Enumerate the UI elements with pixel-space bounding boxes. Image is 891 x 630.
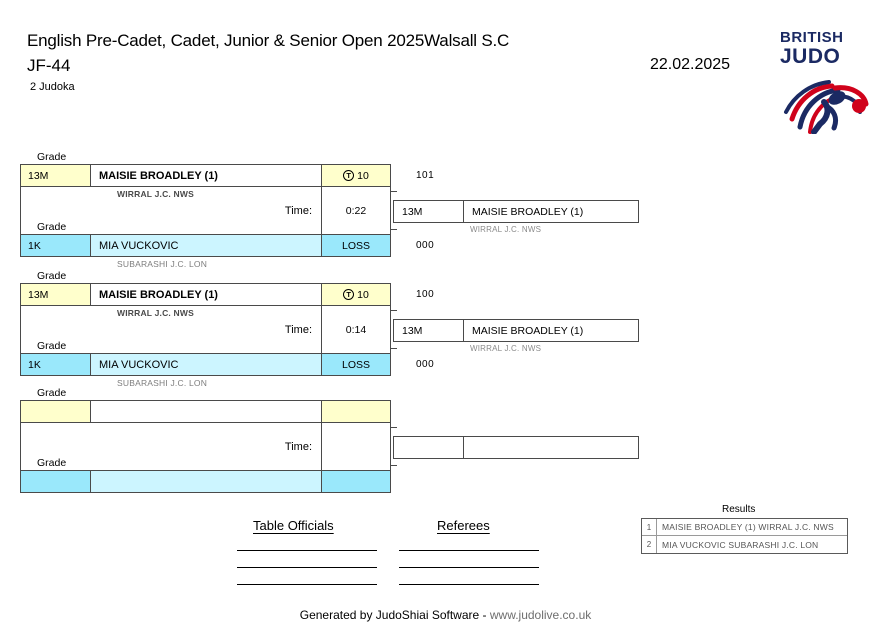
winner-box[interactable]: [393, 436, 639, 459]
result-place: 1: [642, 519, 657, 535]
match-time-row: Time:: [20, 423, 391, 470]
results-row: 2 MIA VUCKOVIC SUBARASHI J.C. LON: [642, 536, 847, 553]
ippon-icon: T: [343, 170, 355, 181]
footer-generated-text: Generated by JudoShiai Software -: [299, 608, 487, 622]
winner-club: WIRRAL J.C. NWS: [470, 225, 542, 234]
signature-line[interactable]: [237, 550, 377, 552]
grade-label: Grade: [37, 340, 67, 352]
competitor-points: 100: [416, 289, 435, 300]
page-title: English Pre-Cadet, Cadet, Junior & Senio…: [27, 31, 510, 50]
winner-name: MAISIE BROADLEY (1): [472, 205, 584, 218]
competitor-name: MAISIE BROADLEY (1): [91, 284, 322, 305]
time-value: 0:14: [345, 323, 367, 336]
signature-line[interactable]: [237, 584, 377, 586]
grade-label: Grade: [37, 457, 67, 469]
logo-text-british: BRITISH: [780, 29, 844, 46]
winner-box[interactable]: 13M MAISIE BROADLEY (1): [393, 319, 639, 342]
competitor-grade: 13M: [21, 165, 91, 186]
competitor-grade: 13M: [21, 284, 91, 305]
bracket-connector: [391, 229, 397, 231]
competitor-score: [322, 471, 390, 492]
results-row: 1 MAISIE BROADLEY (1) WIRRAL J.C. NWS: [642, 519, 847, 536]
result-place: 2: [642, 536, 657, 553]
competitor-name: MIA VUCKOVIC: [91, 354, 322, 375]
grade-label: Grade: [37, 387, 67, 399]
winner-grade: 13M: [394, 320, 464, 341]
logo-text-judo: JUDO: [780, 45, 841, 68]
results-title: Results: [722, 504, 756, 515]
competitor-points: 101: [416, 170, 435, 181]
competitor-score: [322, 401, 390, 422]
competitor-row-top[interactable]: [20, 400, 391, 423]
signature-line[interactable]: [399, 550, 539, 552]
time-value: 0:22: [345, 204, 367, 217]
results-table: 1 MAISIE BROADLEY (1) WIRRAL J.C. NWS 2 MIA…: [641, 518, 848, 554]
competitor-club: WIRRAL J.C. NWS: [117, 189, 194, 199]
match-time-row: Time: 0:22: [20, 187, 391, 234]
signature-line[interactable]: [399, 584, 539, 586]
winner-box[interactable]: 13M MAISIE BROADLEY (1): [393, 200, 639, 223]
grade-label: Grade: [37, 270, 67, 282]
competitor-grade: 1K: [21, 235, 91, 256]
judoka-figure-icon: [780, 72, 875, 135]
signature-line[interactable]: [399, 567, 539, 569]
signature-line[interactable]: [237, 567, 377, 569]
competitor-name: [91, 471, 322, 492]
competitor-club: SUBARASHI J.C. LON: [117, 378, 208, 388]
time-label: Time:: [21, 306, 322, 353]
category-label: JF-44: [27, 56, 71, 75]
competitor-grade: [21, 401, 91, 422]
result-text: MAISIE BROADLEY (1) WIRRAL J.C. NWS: [662, 522, 834, 532]
competitor-points: 000: [416, 240, 435, 251]
competitor-name: [91, 401, 322, 422]
winner-club: WIRRAL J.C. NWS: [470, 344, 542, 353]
competitor-points: 000: [416, 359, 435, 370]
winner-name: [464, 437, 638, 458]
footer: Generated by JudoShiai Software - www.ju…: [0, 608, 891, 622]
referees-heading: Referees: [437, 518, 490, 533]
time-label: Time:: [21, 423, 322, 470]
judoka-count: 2 Judoka: [30, 81, 75, 93]
bracket-connector: [391, 310, 397, 312]
grade-label: Grade: [37, 151, 67, 163]
grade-label: Grade: [37, 221, 67, 233]
bracket-connector: [391, 348, 397, 350]
result-text: MIA VUCKOVIC SUBARASHI J.C. LON: [662, 539, 819, 550]
competitor-club: WIRRAL J.C. NWS: [117, 308, 194, 318]
british-judo-logo: BRITISH JUDO: [780, 30, 875, 135]
winner-grade: [394, 437, 464, 458]
bracket-connector: [391, 191, 397, 193]
competitor-row-bottom[interactable]: [20, 470, 391, 493]
winner-grade: 13M: [394, 201, 464, 222]
competitor-name: MIA VUCKOVIC: [91, 235, 322, 256]
ippon-icon: T: [343, 289, 355, 300]
competitor-score: LOSS: [322, 235, 390, 256]
match-time-row: Time: 0:14: [20, 306, 391, 353]
time-value: [322, 423, 390, 470]
competitor-grade: [21, 471, 91, 492]
footer-url[interactable]: www.judolive.co.uk: [489, 608, 592, 622]
bracket-connector: [391, 427, 397, 429]
competitor-name: MAISIE BROADLEY (1): [91, 165, 322, 186]
competitor-club: SUBARASHI J.C. LON: [117, 259, 208, 269]
table-officials-heading: Table Officials: [253, 518, 334, 533]
competitor-score: LOSS: [322, 354, 390, 375]
time-label: Time:: [21, 187, 322, 234]
event-date: 22.02.2025: [650, 56, 731, 73]
competitor-grade: 1K: [21, 354, 91, 375]
winner-name: MAISIE BROADLEY (1): [472, 324, 584, 337]
bracket-connector: [391, 465, 397, 467]
